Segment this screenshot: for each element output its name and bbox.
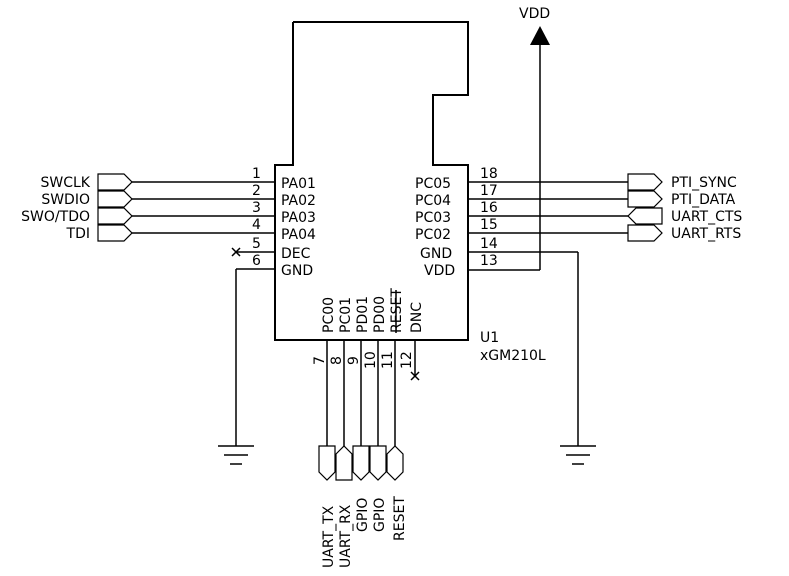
pin-number: 8 (329, 356, 345, 365)
vdd-label: VDD (519, 6, 550, 22)
pin-name: PC04 (415, 193, 451, 209)
vdd-arrow-icon (530, 26, 550, 45)
no-connect-icon (410, 371, 420, 381)
component-part: xGM210L (480, 348, 546, 364)
pin-number: 14 (480, 236, 498, 252)
pin-name: DNC (409, 302, 425, 333)
ground-icon (218, 445, 254, 465)
pin-name: PC05 (415, 176, 451, 192)
net-label: SWDIO (41, 192, 90, 208)
left-pin-2: 2 PA02 SWDIO (41, 183, 316, 209)
right-pin-16: 16 PC03 UART_CTS (415, 200, 742, 226)
right-pin-13: 13 VDD (424, 253, 498, 279)
pin-name: PD01 (355, 296, 371, 333)
net-label: SWCLK (41, 175, 91, 191)
pin-number: 5 (252, 236, 261, 252)
pin-name: PA02 (281, 193, 316, 209)
bottom-pin-11: 11 RESET RESET (380, 288, 408, 541)
pin-name: PC03 (415, 210, 451, 226)
net-label: UART_RTS (671, 226, 741, 242)
pin-number: 3 (252, 200, 261, 216)
bottom-pin-10: 10 PD00 GPIO (363, 296, 388, 532)
pin-name: PC00 (321, 297, 337, 333)
pin-number: 15 (480, 217, 498, 233)
bottom-pin-8: 8 PC01 UART_RX (329, 297, 354, 568)
left-pin-5: 5 DEC (231, 236, 311, 262)
net-label: PTI_SYNC (671, 175, 737, 191)
net-label: TDI (66, 226, 90, 242)
net-label: PTI_DATA (671, 192, 736, 208)
right-pin-17: 17 PC04 PTI_DATA (415, 183, 736, 209)
pin-number: 16 (480, 200, 498, 216)
net-label: GPIO (372, 498, 388, 532)
pin-number: 18 (480, 166, 498, 182)
pin-number: 10 (363, 351, 379, 369)
pin-number: 6 (252, 253, 261, 269)
pin-number: 9 (346, 356, 362, 365)
pin-number: 12 (399, 351, 415, 369)
pin-name: PA01 (281, 176, 316, 192)
bottom-pin-12: 12 DNC (399, 302, 425, 381)
left-pin-3: 3 PA03 SWO/TDO (21, 200, 316, 226)
pin-number: 7 (312, 356, 328, 365)
bottom-pin-7: 7 PC00 UART_TX (312, 297, 337, 568)
pin-name: RESET (389, 288, 405, 333)
pin-number: 1 (252, 166, 261, 182)
pin-name: DEC (281, 246, 311, 262)
pin-number: 4 (252, 217, 261, 233)
right-pin-14: 14 GND (420, 236, 596, 465)
pin-name: PC01 (338, 297, 354, 333)
pin-number: 2 (252, 183, 261, 199)
component-ref: U1 (480, 330, 499, 346)
net-label: UART_RX (338, 504, 354, 568)
net-label: UART_CTS (671, 209, 742, 225)
right-pin-18: 18 PC05 PTI_SYNC (415, 166, 737, 192)
pin-number: 17 (480, 183, 498, 199)
pin-name: PA04 (281, 227, 316, 243)
left-pin-6: 6 GND (218, 253, 313, 465)
left-pin-4: 4 PA04 TDI (66, 217, 317, 243)
pin-number: 11 (380, 351, 396, 369)
bottom-pin-9: 9 PD01 GPIO (346, 296, 371, 532)
pin-name: PC02 (415, 227, 451, 243)
net-label: RESET (392, 496, 408, 541)
pin-number: 13 (480, 253, 498, 269)
ground-icon (560, 445, 596, 465)
net-label: UART_TX (321, 505, 337, 568)
pin-name: GND (281, 263, 313, 279)
right-pin-15: 15 PC02 UART_RTS (415, 217, 741, 243)
pin-name: VDD (424, 263, 455, 279)
left-pin-1: 1 PA01 SWCLK (41, 166, 316, 192)
pin-name: GND (420, 246, 452, 262)
net-label: SWO/TDO (21, 209, 90, 225)
pin-name: PA03 (281, 210, 316, 226)
net-label: GPIO (355, 498, 371, 532)
ic-body-outline (274, 21, 469, 341)
pin-name: PD00 (372, 296, 388, 333)
no-connect-icon (231, 247, 241, 257)
